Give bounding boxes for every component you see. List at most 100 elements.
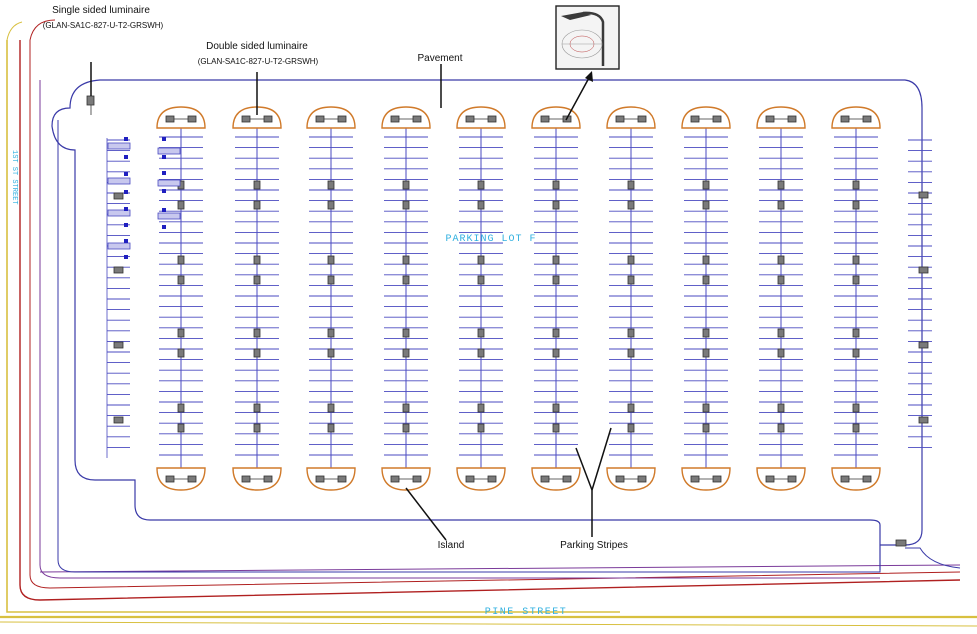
double-sided-luminaire: [165, 115, 197, 123]
median-light-pole: [777, 200, 785, 210]
west-edge-luminaire: [113, 266, 124, 274]
median-light-pole: [552, 348, 560, 358]
double-sided-luminaire: [615, 475, 647, 483]
ada-access-aisle: [107, 209, 131, 217]
luminaire-head: [840, 115, 850, 123]
double-sided-luminaire: [615, 115, 647, 123]
luminaire-head: [187, 475, 197, 483]
ada-access-aisle: [107, 177, 131, 185]
ada-access-aisle: [107, 242, 131, 250]
island-top: [531, 106, 581, 129]
island-bottom: [756, 467, 806, 491]
ada-access-aisle: [157, 179, 181, 187]
median-light-pole: [177, 348, 185, 358]
median-light-pole: [477, 255, 485, 265]
median-light-pole: [627, 255, 635, 265]
north-edge-red: [29, 19, 56, 41]
luminaire-head: [787, 115, 797, 123]
median-light-pole: [702, 180, 710, 190]
west-edge-stalls: [106, 137, 181, 458]
median-light-pole: [552, 328, 560, 338]
island-bottom: [681, 467, 731, 491]
median-light-pole: [852, 200, 860, 210]
ada-symbol: [124, 239, 128, 243]
parking-rows: [156, 106, 881, 491]
luminaire-head: [540, 115, 550, 123]
median-light-pole: [253, 255, 261, 265]
luminaire-head: [337, 475, 347, 483]
double-sided-luminaire: [241, 475, 273, 483]
stripes-leader-1: [575, 447, 593, 491]
island-top: [306, 106, 356, 129]
ada-access-aisle: [157, 212, 181, 220]
east-drive-luminaire: [895, 539, 907, 547]
median-light-pole: [253, 423, 261, 433]
double-sided-luminaire: [540, 475, 572, 483]
parking-row: [381, 106, 431, 491]
ada-symbol: [124, 207, 128, 211]
luminaire-head: [315, 475, 325, 483]
east-drive-outline: [905, 547, 961, 569]
median-light-pole: [852, 275, 860, 285]
median-light-pole: [327, 180, 335, 190]
median-light-pole: [627, 200, 635, 210]
double-luminaire-code: (GLAN-SA1C-827-U-T2-GRSWH): [198, 57, 319, 66]
island-bottom: [831, 467, 881, 491]
double-luminaire-title: Double sided luminaire: [206, 41, 308, 52]
luminaire-head: [263, 115, 273, 123]
median-light-pole: [777, 328, 785, 338]
pavement-label: Pavement: [417, 53, 462, 64]
island-label: Island: [438, 540, 465, 551]
parking-row: [456, 106, 506, 491]
island-bottom: [156, 467, 206, 491]
median-light-pole: [402, 275, 410, 285]
street-name: PINE STREET: [485, 607, 568, 618]
ada-symbol: [162, 155, 166, 159]
luminaire-head: [540, 475, 550, 483]
west-edge-luminaire: [113, 341, 124, 349]
luminaire-head: [712, 115, 722, 123]
median-light-pole: [177, 423, 185, 433]
median-light-pole: [477, 328, 485, 338]
parking-stripes-label: Parking Stripes: [560, 540, 628, 551]
luminaire-head: [465, 475, 475, 483]
island-top: [606, 106, 656, 129]
median-light-pole: [177, 200, 185, 210]
median-light-pole: [477, 200, 485, 210]
island-top: [756, 106, 806, 129]
luminaire-head: [465, 115, 475, 123]
double-sided-luminaire: [840, 475, 872, 483]
median-light-pole: [777, 348, 785, 358]
double-sided-luminaire: [315, 475, 347, 483]
median-light-pole: [177, 328, 185, 338]
luminaire-head: [487, 475, 497, 483]
median-light-pole: [402, 328, 410, 338]
double-sided-luminaire: [840, 115, 872, 123]
west-edge-luminaire: [113, 192, 124, 200]
ada-symbol: [124, 137, 128, 141]
street-yellow-line-2: [0, 621, 977, 627]
double-sided-luminaire: [390, 475, 422, 483]
island-leader: [405, 487, 447, 541]
west-edge-luminaire: [113, 416, 124, 424]
parking-row: [681, 106, 731, 491]
median-light-pole: [777, 180, 785, 190]
west-road-red-line: [19, 40, 961, 601]
median-light-pole: [702, 255, 710, 265]
ada-symbol: [162, 225, 166, 229]
ada-symbol: [162, 208, 166, 212]
street-purple-line: [39, 564, 961, 573]
luminaire-head: [390, 115, 400, 123]
median-light-pole: [477, 348, 485, 358]
luminaire-head: [412, 475, 422, 483]
luminaire-head: [187, 115, 197, 123]
parking-row: [306, 106, 356, 491]
west-road-yellow-line: [6, 40, 620, 613]
island-bottom: [306, 467, 356, 491]
median-light-pole: [627, 275, 635, 285]
luminaire-head: [615, 115, 625, 123]
median-light-pole: [477, 403, 485, 413]
median-light-pole: [552, 423, 560, 433]
ada-symbol: [162, 171, 166, 175]
east-edge-luminaire: [918, 191, 929, 199]
